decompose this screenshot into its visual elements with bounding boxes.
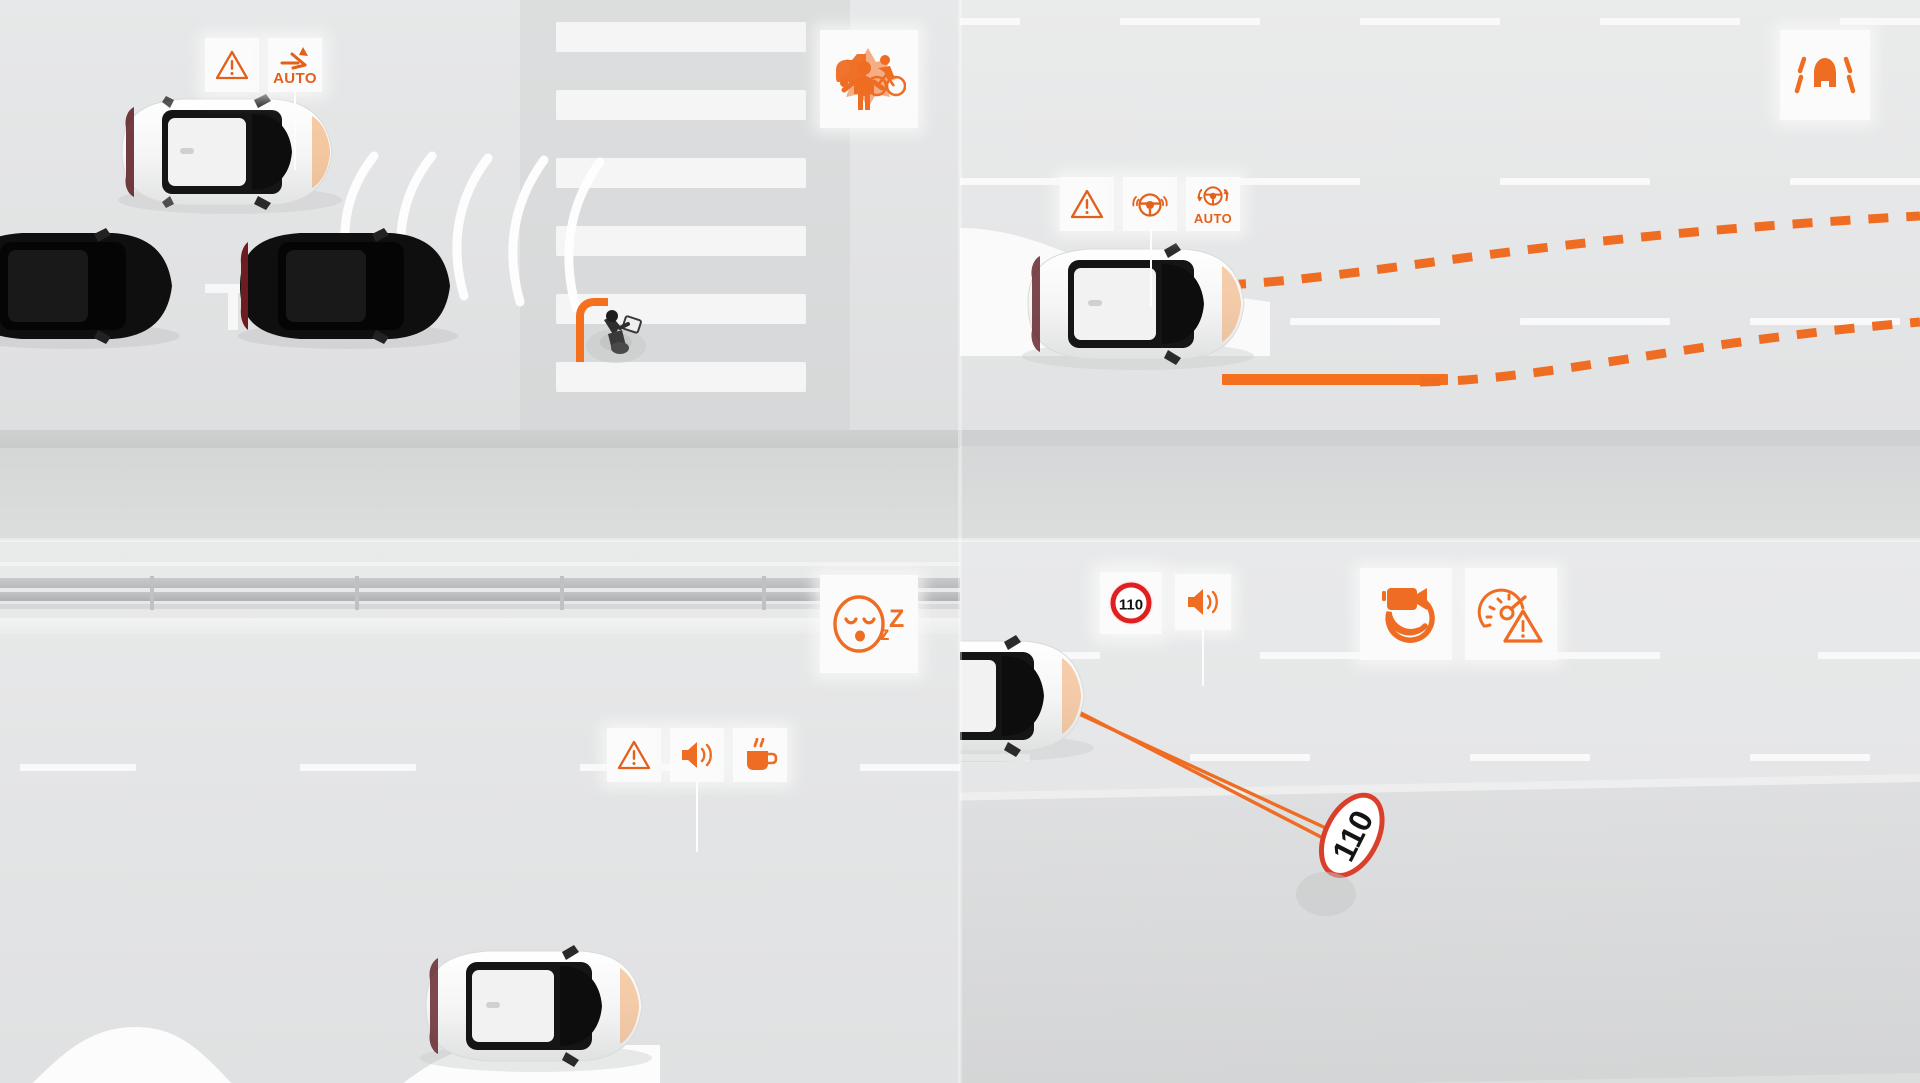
steering-wheel-vibration-icon [1132,193,1168,217]
lane-keeping-car-icon [1794,56,1856,94]
chip-warning-triangle[interactable] [607,728,661,782]
lane-departure-bar [1222,374,1448,385]
drift-path-serpentine [32,1027,660,1083]
road-edge-line [0,618,960,634]
guardrail-top-edge [0,562,960,566]
lane-dash [1600,18,1740,25]
lane-dash [20,764,136,771]
coffee-cup-icon [747,738,778,770]
lane-dash [1260,652,1380,659]
speaker-sound-icon [1188,589,1218,615]
lane-dash [1500,178,1650,185]
chip-speed-limit-warning[interactable] [1465,568,1557,660]
chip-traffic-sign-recognition[interactable] [1360,568,1452,660]
speed-limit-value: 110 [1119,597,1143,614]
guardrail-post [762,576,766,610]
leader-line [294,92,296,170]
chip-warning-triangle[interactable] [1060,177,1114,231]
crosswalk-stripe [556,362,806,392]
panel-intelligent-speed-limit-assist: 110 110 [960,540,1920,1083]
svg-text:Z: Z [889,605,904,633]
guardrail-post [150,576,154,610]
panel-divider-horizontal [0,538,1920,542]
sign-shadow [1296,872,1356,916]
panel-divider-vertical [958,0,962,1083]
sidewalk [0,448,960,540]
sleepy-face-icon: z Z [833,595,904,653]
auto-brake-icon [280,47,308,70]
lane-dash [1790,178,1920,185]
other-vehicle-black-suv-left [0,222,184,350]
speedometer-warning-icon [1477,588,1543,643]
camera-recognition-icon [1382,588,1435,643]
stop-line-marking [228,284,238,330]
shoulder [960,446,1920,540]
chip-speed-limit-sign[interactable]: 110 [1100,572,1162,634]
speed-limit-sign-icon: 110 [1108,580,1154,626]
lane-dash [1210,178,1360,185]
detected-pedestrian [576,298,646,363]
crosswalk-stripe [556,90,806,120]
lane-dash [1750,318,1900,325]
lane-dash [960,18,1020,25]
leader-line [696,782,698,852]
lane-projection-upper [1187,211,1920,291]
chip-auto-steering[interactable]: AUTO [1186,177,1240,231]
roadside-speed-sign: 110 [1305,781,1403,892]
chip-driver-attention-warning[interactable]: z Z [820,575,918,673]
panel-lane-keeping-assist: AUTO [960,0,1920,540]
lane-dash [860,764,960,771]
ego-vehicle-white-suv [406,938,656,1074]
curb-edge [0,430,960,448]
auto-caption: AUTO [1193,211,1233,226]
lane-dash [300,764,416,771]
car-pedestrian-cyclist-icon [836,48,906,110]
ego-vehicle-white-suv [104,88,344,216]
guardrail-post [355,576,359,610]
road-surface [0,0,960,430]
lane-dash [1290,318,1440,325]
lane-projection-lower [1420,317,1920,387]
lane-dash [1750,754,1870,761]
ego-vehicle-white-suv [1008,236,1258,372]
guardrail-rail [0,578,960,588]
leader-line [1150,231,1152,307]
chip-audible-alert[interactable] [670,728,724,782]
other-vehicle-black-suv-right [222,222,462,350]
lane-dash [1470,754,1590,761]
warning-triangle-icon [1070,189,1104,219]
leader-line [1202,630,1204,686]
steering-wheel-auto-correct-icon [1197,186,1229,206]
lane-dash [960,178,1070,185]
chip-auto-brake[interactable]: AUTO [268,38,322,92]
chip-lane-keeping-assist[interactable] [1780,30,1870,120]
lane-dash [1120,18,1260,25]
crosswalk-stripe [556,22,806,52]
panel-driver-attention-warning: z Z [0,540,960,1083]
lane-dash [1840,18,1920,25]
chip-audible-alert[interactable] [1175,574,1231,630]
lane-dash [1818,652,1920,659]
ego-vehicle-white-suv [960,628,1098,764]
chip-steering-vibration[interactable] [1123,177,1177,231]
crosswalk-stripe [556,226,806,256]
lane-dash [1360,18,1500,25]
lane-dash [1520,318,1670,325]
auto-caption: AUTO [273,70,317,87]
chip-take-a-break[interactable] [733,728,787,782]
warning-triangle-icon [617,740,651,770]
lane-dash [1540,652,1660,659]
chip-forward-collision-avoidance[interactable] [820,30,918,128]
lane-dash [1190,754,1310,761]
warning-triangle-icon [215,50,249,80]
curb-edge [960,430,1920,446]
guardrail-post [560,576,564,610]
guardrail-base [0,604,960,609]
speaker-sound-icon [682,742,712,768]
svg-text:z: z [880,624,890,645]
panel-forward-collision-avoidance: AUTO [0,0,960,540]
lane-dash [960,754,1030,761]
guardrail-rail [0,592,960,601]
chip-warning-triangle[interactable] [205,38,259,92]
